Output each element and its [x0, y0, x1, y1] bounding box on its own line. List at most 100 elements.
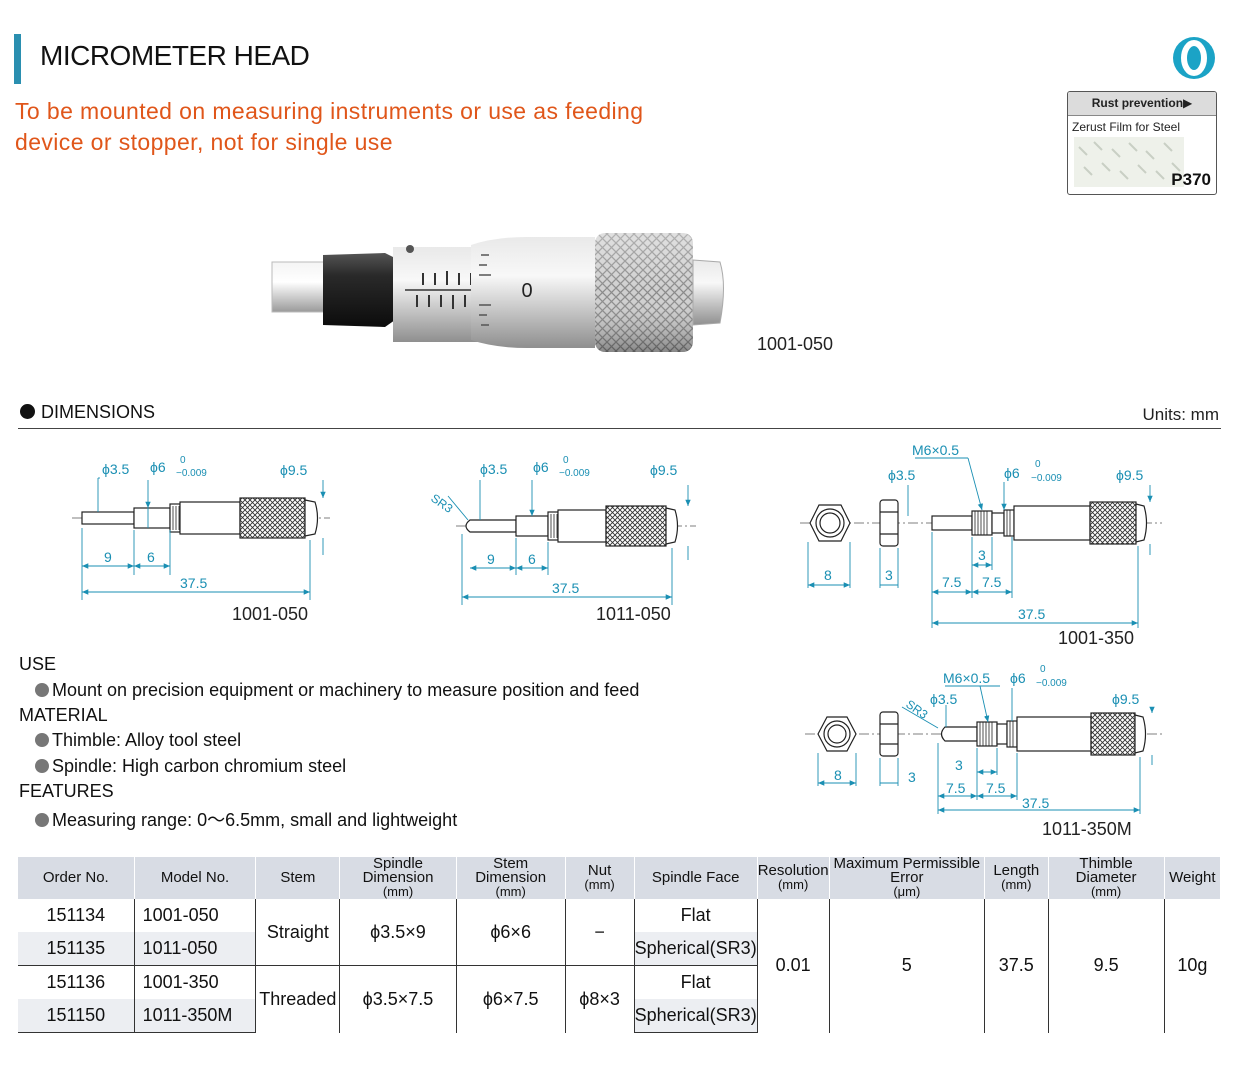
rust-prevention-box: Rust prevention▶ Zerust Film for Steel P…	[1067, 91, 1217, 195]
d4-tol-upper: 0	[1040, 664, 1046, 675]
drawing-1011-350m	[805, 711, 1162, 757]
d3-len-c: 3	[978, 547, 986, 563]
table-row: 151136 1001-350 Threaded ϕ3.5×7.5 ϕ6×7.5…	[18, 965, 1220, 1033]
d3-len-b: 7.5	[982, 574, 1002, 590]
resolution: 0.01	[756, 899, 830, 1033]
col-model: Model No.	[133, 857, 256, 899]
d4-thread: M6×0.5	[943, 670, 990, 686]
stem-type: Threaded	[255, 965, 340, 1033]
d2-len-b: 6	[528, 551, 536, 567]
d2-tol-upper: 0	[563, 455, 569, 466]
d1-spindle-dia: ϕ3.5	[102, 461, 130, 477]
bullet-icon	[35, 733, 49, 747]
material-item-text: Thimble: Alloy tool steel	[52, 730, 242, 750]
drawing-1011-050	[456, 505, 696, 547]
page-title: MICROMETER HEAD	[40, 40, 310, 71]
d3-caption: 1001-350	[1058, 628, 1134, 648]
spindle-face: Spherical(SR3)	[633, 999, 758, 1033]
col-mpe: Maximum Permissible Error(μm)	[828, 856, 985, 899]
order-no: 151134	[46, 905, 106, 925]
dimensions-heading-text: DIMENSIONS	[41, 402, 156, 422]
d2-tol-lower: −0.009	[559, 468, 590, 479]
d3-stem-dia: ϕ6	[1004, 465, 1020, 481]
zero-badge-icon	[1173, 37, 1215, 79]
col-stem-dim: Stem Dimension(mm)	[455, 856, 566, 899]
order-no: 151150	[18, 999, 135, 1033]
d1-len-a: 9	[104, 549, 112, 565]
drawing-1001-050	[72, 497, 330, 539]
material-item: Thimble: Alloy tool steel	[19, 730, 241, 751]
spec-table: Order No. Model No. Stem Spindle Dimensi…	[18, 856, 1220, 1033]
rust-film-label: Zerust Film for Steel	[1072, 120, 1181, 134]
table-row: 151150 1011-350M Spherical(SR3)	[18, 999, 1220, 1033]
d4-spindle-dia: ϕ3.5	[930, 691, 958, 707]
d4-thimble-dia: ϕ9.5	[1112, 691, 1140, 707]
features-item: Measuring range: 0〜6.5mm, small and ligh…	[19, 806, 457, 832]
features-heading: FEATURES	[19, 781, 114, 801]
d1-len-b: 6	[147, 549, 155, 565]
section-divider	[18, 428, 1221, 429]
col-nut: Nut(mm)	[564, 857, 635, 899]
weight: 10g	[1163, 899, 1220, 1033]
spindle-face: Spherical(SR3)	[633, 932, 758, 966]
model-no: 1011-050	[133, 932, 256, 966]
film-pattern-image	[1074, 137, 1184, 187]
d4-caption: 1011-350M	[1042, 819, 1132, 839]
material-heading: MATERIAL	[19, 705, 108, 725]
d2-len-a: 9	[487, 551, 495, 567]
d2-stem-dia: ϕ6	[533, 459, 549, 475]
d3-tol-upper: 0	[1035, 459, 1041, 470]
d2-caption: 1011-050	[596, 604, 671, 624]
bullet-icon	[35, 759, 49, 773]
d4-total: 37.5	[1022, 795, 1049, 811]
d3-len-a: 7.5	[942, 574, 962, 590]
d2-spindle-dia: ϕ3.5	[480, 461, 508, 477]
model-no: 1001-350	[133, 965, 256, 999]
page-reference-code: P370	[1171, 170, 1211, 189]
d2-thimble-dia: ϕ9.5	[650, 462, 678, 478]
order-no: 151136	[46, 972, 106, 992]
col-order: Order No.	[18, 857, 135, 899]
col-length: Length(mm)	[984, 857, 1048, 899]
d1-tol-lower: −0.009	[176, 468, 207, 479]
d1-total: 37.5	[180, 575, 207, 591]
model-no: 1001-050	[133, 899, 256, 932]
dimension-drawings: ϕ3.5 ϕ6 0 −0.009 ϕ9.5 9 6 37.5 1001-050 …	[72, 442, 1162, 839]
col-weight: Weight	[1163, 857, 1220, 899]
micrometer-head-photo: 0	[271, 233, 724, 352]
d3-spindle-dia: ϕ3.5	[888, 467, 916, 483]
features-item-text: Measuring range: 0〜6.5mm, small and ligh…	[52, 810, 458, 830]
use-item-text: Mount on precision equipment or machiner…	[52, 680, 640, 700]
col-spindle-dim: Spindle Dimension(mm)	[339, 856, 457, 899]
d3-tol-lower: −0.009	[1031, 473, 1062, 484]
d1-tol-upper: 0	[180, 455, 186, 466]
thimble-diameter: 9.5	[1047, 899, 1165, 1033]
table-row: 151135 1011-050 Spherical(SR3)	[18, 932, 1220, 966]
order-no: 151135	[18, 932, 135, 966]
material-item: Spindle: High carbon chromium steel	[19, 756, 346, 777]
col-thimble: Thimble Diameter(mm)	[1047, 856, 1165, 899]
col-resolution: Resolution(mm)	[756, 857, 830, 899]
d4-sr: SR3	[903, 697, 930, 722]
stem-dimension: ϕ6×6	[455, 899, 566, 966]
d4-nut-thickness: 3	[908, 769, 916, 785]
bullet-icon	[35, 813, 49, 827]
bullet-icon	[35, 683, 49, 697]
d1-stem-dia: ϕ6	[150, 459, 166, 475]
use-item: Mount on precision equipment or machiner…	[19, 680, 639, 701]
d3-nut-thickness: 3	[885, 567, 893, 583]
material-item-text: Spindle: High carbon chromium steel	[52, 756, 347, 776]
d3-thimble-dia: ϕ9.5	[1116, 467, 1144, 483]
stem-dimension: ϕ6×7.5	[455, 965, 566, 1033]
stem-type: Straight	[255, 899, 340, 966]
nut-dimension: −	[564, 899, 635, 966]
model-no: 1011-350M	[133, 999, 256, 1033]
bullet-icon	[20, 404, 35, 419]
page-subtitle: To be mounted on measuring instruments o…	[15, 98, 644, 155]
max-permissible-error: 5	[828, 899, 985, 1033]
nut-dimension: ϕ8×3	[564, 965, 635, 1033]
svg-text:0: 0	[521, 280, 532, 302]
dimensions-heading: DIMENSIONS	[20, 402, 155, 423]
units-label: Units: mm	[1142, 405, 1220, 424]
d4-tol-lower: −0.009	[1036, 678, 1067, 689]
